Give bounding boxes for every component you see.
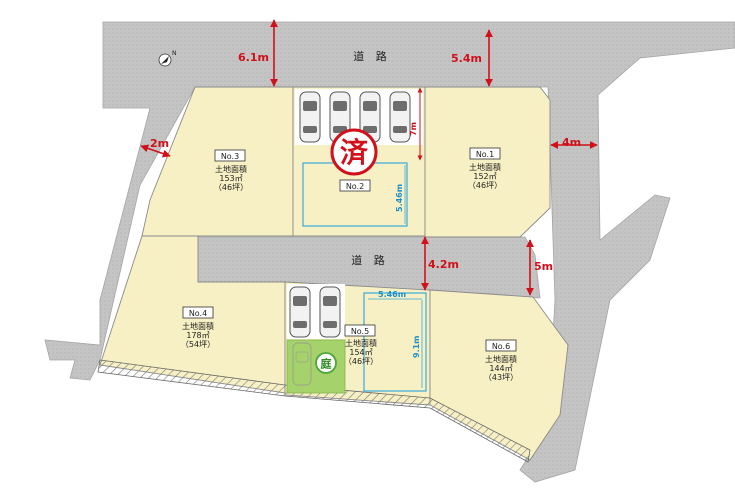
car-icon — [329, 91, 351, 143]
garden-badge — [315, 352, 337, 374]
dim-no5-building-width: 5.46m — [378, 290, 406, 299]
north-arrow-icon: N — [158, 50, 177, 67]
lot-no1[interactable] — [424, 86, 551, 238]
lot-no1-number: No.1 — [476, 150, 494, 159]
lot-no5-number-box — [344, 324, 376, 337]
dim-no5-building-depth: 9.1m — [412, 335, 421, 358]
dim-right-road: 4m — [562, 136, 581, 149]
lot-no4-area: 178㎡ — [186, 331, 209, 340]
dimension-arrows — [140, 19, 598, 296]
lot-no4-area-label: 土地面積 — [182, 321, 214, 331]
parked-cars — [289, 91, 411, 338]
lot-no6-tsubo: （43坪） — [484, 373, 518, 382]
lot-no6-area: 144㎡ — [489, 364, 512, 373]
lot-no6-number: No.6 — [492, 342, 510, 351]
lot-no3[interactable] — [141, 86, 294, 237]
lot-no4-number: No.4 — [189, 309, 207, 318]
dim-middle-road-left: 4.2m — [428, 258, 459, 271]
garden-label: 庭 — [321, 357, 332, 371]
lot-no5-tsubo: （46坪） — [344, 357, 378, 366]
lot-no1-number-box — [469, 147, 501, 160]
lot-no2-number: No.2 — [346, 182, 364, 191]
car-icon — [289, 286, 311, 338]
lot-no1-area-label: 土地面積 — [469, 162, 501, 172]
lot-no6-area-label: 土地面積 — [485, 354, 517, 364]
car-icon — [319, 286, 341, 338]
road-middle-label: 道 路 — [351, 253, 389, 267]
car-icon — [299, 91, 321, 143]
lot-no1-tsubo: （46坪） — [468, 181, 502, 190]
lot-no1-area: 152㎡ — [473, 172, 496, 181]
north-label: N — [172, 50, 177, 57]
lot-no3-number-box — [214, 149, 246, 162]
dim-middle-road-right: 5m — [534, 260, 553, 273]
lot-no4-number-box — [182, 306, 214, 319]
dim-no2-building-width: 5.46m — [395, 184, 404, 212]
blue-dimension-lines — [368, 165, 423, 388]
lot-no5-area-label: 土地面積 — [345, 338, 377, 348]
lot-no6-number-box — [485, 339, 517, 352]
car-icon — [389, 91, 411, 143]
building-outline-no5 — [363, 292, 427, 392]
dim-arrow-left — [140, 144, 171, 158]
lot-no3-area-label: 土地面積 — [215, 164, 247, 174]
lot-no3-tsubo: （46坪） — [214, 183, 248, 192]
sold-stamp-text: 済 — [340, 136, 369, 169]
dim-no2-depth: 7m — [409, 122, 418, 136]
lot-no2-number-box — [339, 179, 371, 192]
dim-top-road-right: 5.4m — [451, 52, 482, 65]
dim-left-road: 2m — [150, 137, 169, 150]
garden-car-outline — [292, 342, 312, 386]
lot-no3-area: 153㎡ — [219, 174, 242, 183]
dim-top-road-left: 6.1m — [238, 51, 269, 64]
lot-no5-number: No.5 — [351, 327, 369, 336]
sold-stamp — [330, 128, 378, 176]
lot-no3-number: No.3 — [221, 152, 239, 161]
road-top-label: 道 路 — [353, 49, 391, 63]
lot-no5-area: 154㎡ — [349, 348, 372, 357]
lot-no4-tsubo: （54坪） — [181, 340, 215, 349]
